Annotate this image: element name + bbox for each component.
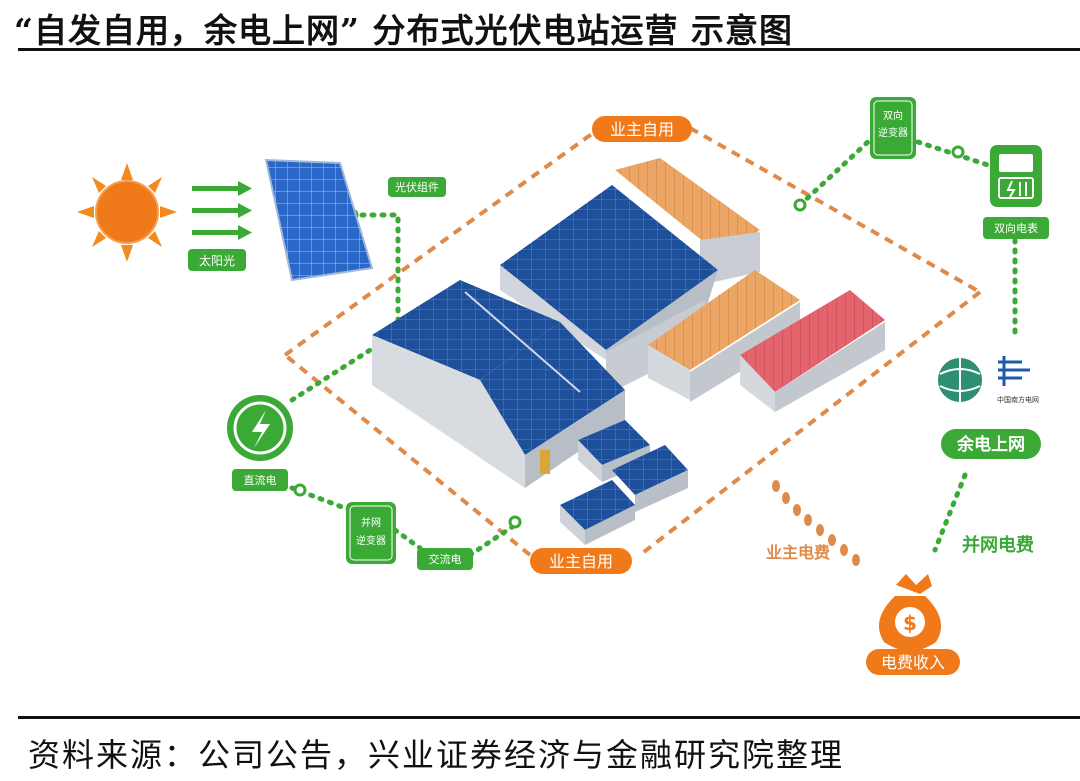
grid-inverter-icon: 并网 逆变器: [346, 502, 396, 564]
svg-text:$: $: [903, 611, 917, 635]
meter-icon: [990, 145, 1042, 207]
owner-use-dashed-loop: [283, 126, 982, 557]
grid-fee-label: 并网电费: [962, 534, 1034, 556]
bidirectional-inverter-icon: 双向 逆变器: [870, 97, 916, 159]
title-divider: [18, 48, 1080, 51]
sunlight-label: 太阳光: [199, 253, 235, 268]
income-label: 电费收入: [881, 653, 945, 672]
ac-label: 交流电: [429, 552, 462, 566]
dc-label: 直流电: [244, 473, 277, 487]
grid-logo-text: 中国南方电网: [997, 395, 1039, 404]
ac-label-tag: 交流电: [417, 548, 473, 570]
pv-module-label-tag: 光伏组件: [388, 177, 446, 197]
surplus-to-grid-tag: 余电上网: [941, 429, 1041, 459]
southern-grid-logo-icon: 中国南方电网: [997, 356, 1039, 404]
page-title: “自发自用，余电上网” 分布式光伏电站运营 示意图: [14, 11, 793, 50]
grid-inverter-label-2: 逆变器: [356, 534, 386, 547]
pv-module-label: 光伏组件: [395, 180, 439, 194]
sunlight-label-tag: 太阳光: [188, 249, 246, 271]
meter-label-tag: 双向电表: [983, 217, 1049, 239]
owner-use-top-label: 业主自用: [610, 120, 674, 139]
owner-fee-label: 业主电费: [766, 543, 830, 562]
meter-label: 双向电表: [994, 221, 1038, 235]
bidirectional-inverter-label-1: 双向: [883, 109, 903, 122]
owner-use-top-tag: 业主自用: [592, 116, 692, 142]
sunlight-arrows: [192, 181, 252, 240]
dc-icon: [227, 395, 293, 461]
owner-use-bottom-tag: 业主自用: [530, 548, 632, 574]
sun-icon: [77, 163, 177, 262]
source-divider: [18, 716, 1080, 719]
bidirectional-inverter-label-2: 逆变器: [878, 126, 908, 139]
pv-module-panel: [264, 158, 374, 282]
factory-buildings: [372, 158, 885, 545]
surplus-to-grid-label: 余电上网: [956, 434, 1025, 455]
state-grid-logo-icon: [938, 358, 982, 402]
source-note: 资料来源：公司公告，兴业证券经济与金融研究院整理: [28, 736, 845, 774]
grid-inverter-label-1: 并网: [361, 516, 381, 529]
owner-use-bottom-label: 业主自用: [549, 552, 613, 571]
income-tag: 电费收入: [866, 649, 960, 675]
dc-label-tag: 直流电: [232, 469, 288, 491]
money-bag-icon: $: [878, 574, 942, 651]
energy-flow-lines: [289, 137, 1018, 558]
owner-fee-dots: [772, 480, 860, 566]
